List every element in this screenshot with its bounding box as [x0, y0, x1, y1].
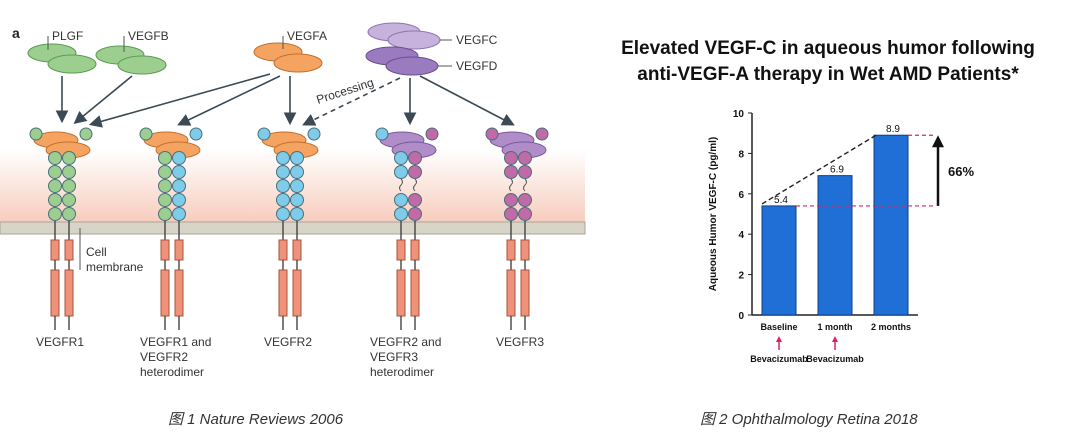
receptor-group — [29, 127, 549, 330]
ligand-label-vegfb: VEGFB — [128, 29, 169, 43]
membrane-label-cell: Cell — [86, 245, 107, 259]
bar-baseline — [761, 205, 797, 316]
binding-arrows — [55, 73, 515, 128]
figure2-caption: 图 2 Ophthalmology Retina 2018 — [700, 411, 918, 428]
receptor-label-r2-l3: heterodimer — [140, 365, 204, 379]
ligand-plgf — [27, 36, 97, 74]
ligand-vegfc — [367, 22, 452, 50]
category-label: Baseline — [760, 322, 797, 332]
chart-title-line1: Elevated VEGF-C in aqueous humor followi… — [621, 38, 1035, 59]
receptor-label-r4-l2: VEGFR3 — [370, 350, 418, 364]
receptor-1 — [29, 127, 93, 330]
bar-value-label: 8.9 — [886, 124, 900, 135]
bar-1-month — [817, 175, 853, 316]
bar-value-label: 6.9 — [830, 165, 844, 176]
bevacizumab-label: Bevacizumab — [750, 354, 808, 364]
receptor-label-r4-l1: VEGFR2 and — [370, 335, 441, 349]
increase-label: 66% — [948, 164, 974, 179]
ligand-label-vegfa: VEGFA — [287, 29, 327, 43]
figure1-caption: 图 1 Nature Reviews 2006 — [168, 411, 344, 428]
receptor-label-r2-l2: VEGFR2 — [140, 350, 188, 364]
membrane-label-membrane: membrane — [86, 260, 144, 274]
y-tick-label: 10 — [733, 109, 745, 120]
ligand-label-vegfc: VEGFC — [456, 33, 498, 47]
chart-title-line2: anti-VEGF-A therapy in Wet AMD Patients* — [637, 64, 1019, 85]
bar-2-months — [873, 134, 909, 316]
y-tick-label: 6 — [738, 190, 744, 201]
category-label: 1 month — [818, 322, 853, 332]
receptor-label-r4-l3: heterodimer — [370, 365, 434, 379]
receptor-label-r1-l1: VEGFR1 — [36, 335, 84, 349]
bevacizumab-arrow-head — [776, 336, 782, 342]
y-axis-label: Aqueous Humor VEGF-C (pg/ml) — [708, 137, 719, 291]
receptor-label-r2-l1: VEGFR1 and — [140, 335, 211, 349]
receptor-label-r3-l1: VEGFR2 — [264, 335, 312, 349]
ligand-vegfd — [365, 46, 452, 76]
receptor-4 — [375, 127, 439, 330]
ligand-label-vegfd: VEGFD — [456, 59, 498, 73]
receptor-3 — [257, 127, 321, 330]
vegf-receptor-diagram: a PLGF VEGFB VEGFA VEGFC VEGFD — [0, 22, 586, 379]
category-label: 2 months — [871, 322, 911, 332]
processing-label: Processing — [315, 75, 376, 107]
increase-arrow-head — [932, 135, 944, 148]
y-tick-label: 2 — [738, 271, 744, 282]
y-tick-label: 8 — [738, 149, 744, 160]
y-tick-label: 0 — [738, 311, 744, 322]
receptor-5 — [485, 127, 549, 330]
ligand-vegfb — [95, 36, 167, 75]
receptor-2 — [139, 127, 203, 330]
panel-label: a — [12, 25, 20, 41]
ligand-vegfa — [253, 36, 323, 73]
bevacizumab-arrow-head — [832, 336, 838, 342]
receptor-labels: VEGFR1 VEGFR1 and VEGFR2 heterodimer VEG… — [36, 335, 544, 379]
ligand-label-plgf: PLGF — [52, 29, 83, 43]
y-tick-label: 4 — [738, 230, 744, 241]
trend-line — [761, 134, 877, 205]
bar-value-label: 5.4 — [774, 195, 788, 206]
receptor-label-r5-l1: VEGFR3 — [496, 335, 544, 349]
cell-membrane — [0, 221, 586, 235]
bevacizumab-label: Bevacizumab — [806, 354, 864, 364]
